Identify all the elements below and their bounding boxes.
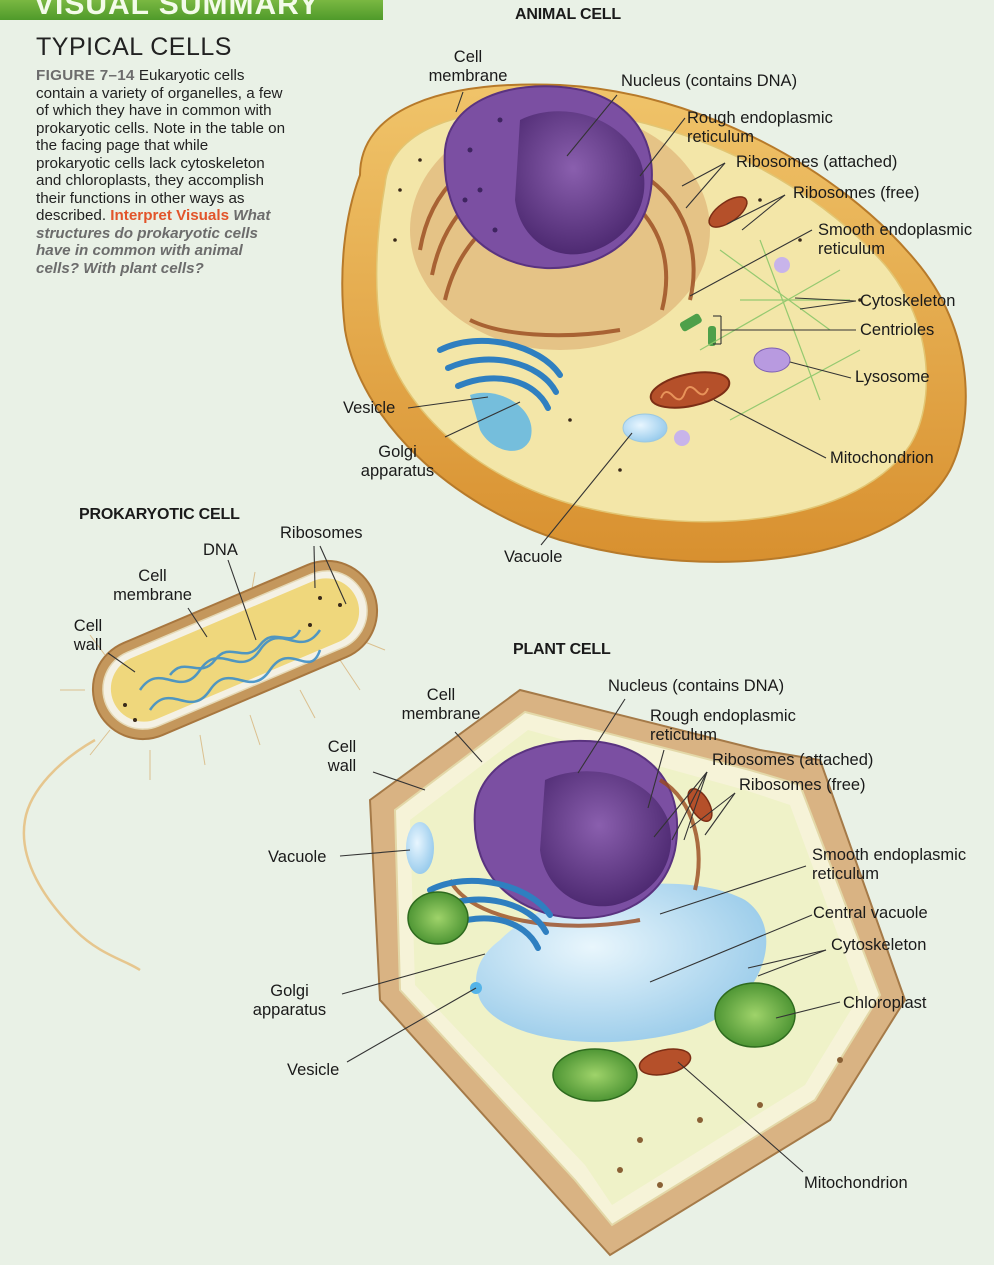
animal-label-nucleus: Nucleus (contains DNA) — [621, 72, 797, 91]
plant-label-mitochondrion: Mitochondrion — [804, 1174, 908, 1193]
caption-body: Eukaryotic cells contain a variety of or… — [36, 67, 285, 224]
interpret-visuals-label: Interpret Visuals — [110, 207, 229, 224]
animal-label-lysosome: Lysosome — [855, 368, 930, 387]
plant-cell-title: PLANT CELL — [513, 641, 611, 659]
animal-label-ribosomes-attached: Ribosomes (attached) — [736, 153, 897, 172]
animal-label-vesicle: Vesicle — [343, 399, 395, 418]
plant-label-nucleus: Nucleus (contains DNA) — [608, 677, 784, 696]
animal-label-rough-er: Rough endoplasmicreticulum — [687, 109, 833, 147]
plant-label-cell-membrane: Cellmembrane — [395, 686, 487, 724]
animal-label-ribosomes-free: Ribosomes (free) — [793, 184, 920, 203]
page-title: TYPICAL CELLS — [36, 33, 232, 62]
prokaryotic-label-ribosomes: Ribosomes — [280, 524, 363, 543]
prokaryotic-cell-title: PROKARYOTIC CELL — [79, 506, 240, 524]
plant-label-smooth-er: Smooth endoplasmicreticulum — [812, 846, 966, 884]
plant-label-ribosomes-attached: Ribosomes (attached) — [712, 751, 873, 770]
animal-label-golgi: Golgiapparatus — [350, 443, 445, 481]
figure-caption: FIGURE 7–14 Eukaryotic cells contain a v… — [36, 67, 286, 277]
plant-label-central-vacuole: Central vacuole — [813, 904, 928, 923]
plant-label-chloroplast: Chloroplast — [843, 994, 926, 1013]
animal-label-smooth-er: Smooth endoplasmicreticulum — [818, 221, 972, 259]
plant-cell-drawing — [370, 690, 905, 1255]
visual-summary-banner: VISUAL SUMMARY — [0, 0, 383, 20]
animal-label-cytoskeleton: Cytoskeleton — [860, 292, 955, 311]
plant-label-golgi: Golgiapparatus — [242, 982, 337, 1020]
animal-label-cell-membrane: Cellmembrane — [422, 48, 514, 86]
plant-label-cytoskeleton: Cytoskeleton — [831, 936, 926, 955]
animal-label-vacuole: Vacuole — [504, 548, 562, 567]
animal-label-centrioles: Centrioles — [860, 321, 934, 340]
plant-label-rough-er: Rough endoplasmicreticulum — [650, 707, 796, 745]
prokaryotic-label-cell-wall: Cellwall — [62, 617, 114, 655]
animal-label-mitochondrion: Mitochondrion — [830, 449, 934, 468]
plant-label-ribosomes-free: Ribosomes (free) — [739, 776, 866, 795]
prokaryotic-label-cell-membrane: Cellmembrane — [105, 567, 200, 605]
banner-text: VISUAL SUMMARY — [34, 0, 320, 20]
plant-label-vacuole: Vacuole — [268, 848, 326, 867]
animal-cell-title: ANIMAL CELL — [515, 6, 621, 24]
prokaryotic-label-dna: DNA — [203, 541, 238, 560]
plant-label-vesicle: Vesicle — [287, 1061, 339, 1080]
figure-label: FIGURE 7–14 — [36, 67, 135, 84]
plant-label-cell-wall: Cellwall — [316, 738, 368, 776]
